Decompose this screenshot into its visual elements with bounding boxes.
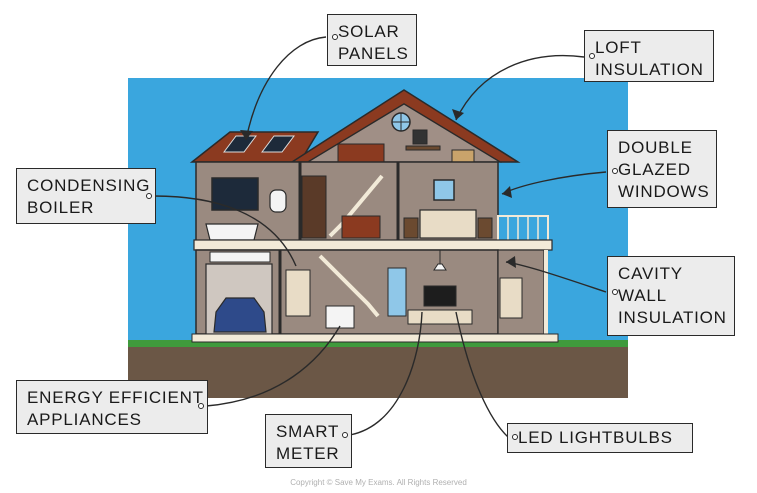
ceiling-lamp (433, 263, 447, 271)
tag-hole-cavity (612, 289, 618, 295)
upper-stairs (328, 174, 384, 238)
upper-door (301, 175, 327, 239)
loft-desk (405, 145, 441, 151)
tv-stand (407, 309, 473, 325)
tag-hole-led (512, 434, 518, 440)
copyright-text: Copyright © Save My Exams. All Rights Re… (290, 478, 467, 487)
tag-hole-smart (342, 432, 348, 438)
arrow-heads (240, 109, 516, 268)
bathroom-window (211, 177, 259, 211)
ground (128, 347, 628, 398)
tag-hole-double (612, 168, 618, 174)
label-energy-efficient-appliances: ENERGY EFFICIENT APPLIANCES (16, 380, 208, 434)
loft-sofa (337, 143, 385, 163)
tag-hole-boiler (146, 193, 152, 199)
boiler (285, 269, 311, 317)
label-double-glazed-windows: DOUBLE GLAZED WINDOWS (607, 130, 717, 208)
appliance (325, 305, 355, 329)
tag-hole-loft (589, 53, 595, 59)
bed (419, 209, 477, 239)
bathtub (205, 223, 259, 241)
label-led-lightbulbs: LED LIGHTBULBS (507, 423, 693, 453)
label-condensing-boiler: CONDENSING BOILER (16, 168, 156, 224)
bedroom-window (433, 179, 455, 201)
label-solar-panels: SOLAR PANELS (327, 14, 417, 66)
porch-door (499, 277, 523, 319)
house-base (191, 333, 559, 343)
label-smart-meter: SMART METER (265, 414, 352, 468)
grass-strip (128, 340, 628, 348)
floor-beam (193, 239, 553, 251)
lower-stairs (318, 254, 380, 318)
tag-hole-energy (198, 403, 204, 409)
leader-lines (153, 36, 607, 438)
solar-panel-graphics (223, 135, 295, 153)
label-loft-insulation: LOFT INSULATION (584, 30, 714, 82)
label-cavity-wall-insulation: CAVITY WALL INSULATION (607, 256, 735, 336)
tv (423, 285, 457, 307)
tag-hole-solar (332, 34, 338, 40)
living-door (387, 267, 407, 317)
car (213, 297, 267, 333)
